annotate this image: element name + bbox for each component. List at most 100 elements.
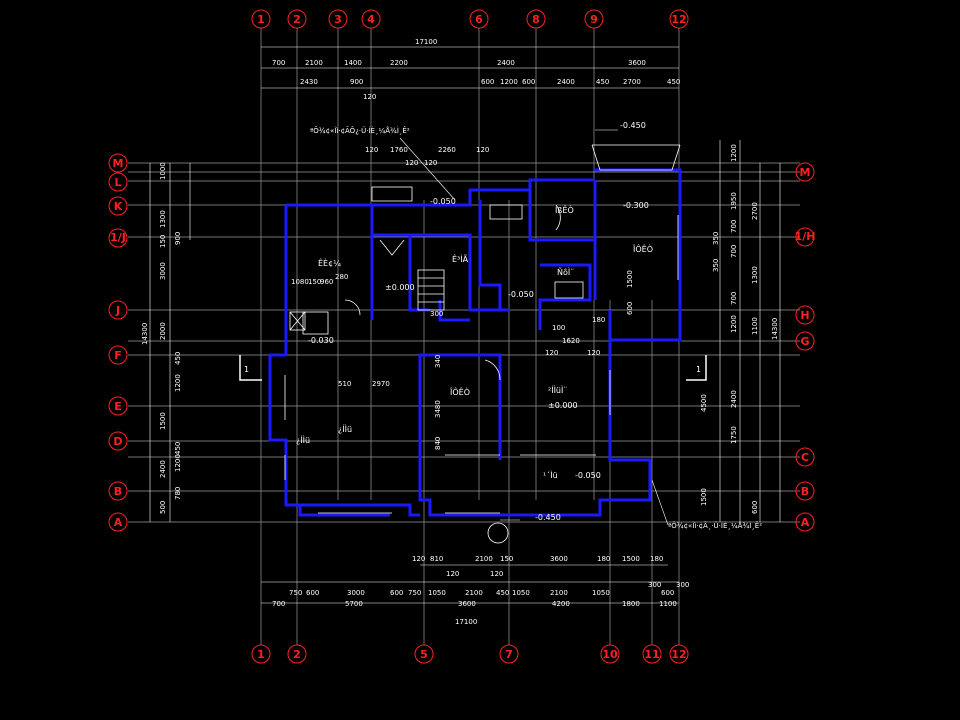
svg-text:510: 510 — [338, 380, 351, 388]
svg-text:1500: 1500 — [700, 488, 708, 506]
svg-text:14300: 14300 — [771, 318, 779, 340]
svg-text:450: 450 — [667, 78, 680, 86]
axis-bubble: C — [795, 447, 815, 467]
svg-text:10: 10 — [602, 648, 618, 661]
bottom-dimensions: 17100 700 5700 3600 4200 1800 1100 750 6… — [272, 555, 689, 626]
axis-bubble: 9 — [584, 9, 604, 29]
svg-text:280: 280 — [335, 273, 348, 281]
axis-bubble: B — [108, 481, 128, 501]
svg-text:450: 450 — [174, 352, 182, 365]
axis-bubble: 6 — [469, 9, 489, 29]
svg-text:180: 180 — [592, 316, 605, 324]
axis-bubble: 1 — [251, 9, 271, 29]
section-mark-left: 1 — [244, 365, 249, 374]
axis-bubble: 7 — [499, 644, 519, 664]
svg-text:17100: 17100 — [415, 38, 437, 46]
svg-text:5700: 5700 — [345, 600, 363, 608]
svg-text:4: 4 — [367, 13, 375, 26]
svg-text:12: 12 — [671, 13, 686, 26]
svg-text:1400: 1400 — [344, 59, 362, 67]
axis-bubble: 1 — [251, 644, 271, 664]
svg-text:150: 150 — [500, 555, 513, 563]
svg-text:2000: 2000 — [159, 322, 167, 340]
axis-bubble: 12 — [669, 9, 689, 29]
axis-bubble: 1/H — [795, 227, 816, 247]
svg-text:5: 5 — [420, 648, 428, 661]
svg-text:14300: 14300 — [141, 323, 149, 345]
svg-text:E: E — [114, 400, 122, 413]
axis-grid — [128, 28, 800, 645]
svg-text:810: 810 — [430, 555, 443, 563]
svg-text:ÎÔÊÒ: ÎÔÊÒ — [632, 243, 653, 254]
svg-text:2: 2 — [293, 13, 301, 26]
svg-text:-0.450: -0.450 — [620, 121, 646, 130]
axis-bubble: 3 — [328, 9, 348, 29]
svg-text:120: 120 — [476, 146, 489, 154]
svg-text:1500: 1500 — [159, 412, 167, 430]
axis-bubble: 2 — [287, 644, 307, 664]
svg-text:2100: 2100 — [305, 59, 323, 67]
axis-bubble: J — [108, 300, 128, 320]
svg-text:¿ÍÌü: ¿ÍÌü — [338, 423, 352, 434]
svg-text:1200: 1200 — [730, 144, 738, 162]
axis-bubble: 8 — [526, 9, 546, 29]
svg-text:600: 600 — [751, 501, 759, 514]
axis-bubble: 11 — [642, 644, 662, 664]
inner-dimensions: 120 1760 2260 120 120 120 1080 150 960 2… — [159, 146, 634, 450]
svg-text:300: 300 — [648, 581, 661, 589]
svg-text:450: 450 — [596, 78, 609, 86]
axis-bubble: 12 — [669, 644, 689, 664]
svg-text:6: 6 — [475, 13, 483, 26]
svg-text:3: 3 — [334, 13, 342, 26]
svg-text:1750: 1750 — [730, 426, 738, 444]
svg-text:-0.300: -0.300 — [623, 201, 649, 210]
svg-text:120: 120 — [545, 349, 558, 357]
svg-text:700: 700 — [730, 245, 738, 258]
svg-text:340: 340 — [434, 355, 442, 368]
svg-text:450: 450 — [496, 589, 509, 597]
svg-text:±0.000: ±0.000 — [548, 401, 578, 410]
axis-bubbles-top: 1 2 3 4 6 8 9 12 — [251, 9, 689, 29]
svg-text:1100: 1100 — [659, 600, 677, 608]
svg-text:120: 120 — [365, 146, 378, 154]
svg-text:¿ÍÌü: ¿ÍÌü — [296, 434, 310, 445]
axis-bubble: A — [795, 512, 815, 532]
svg-text:600: 600 — [522, 78, 535, 86]
svg-text:ÊÈ¢¼: ÊÈ¢¼ — [318, 257, 341, 268]
svg-text:D: D — [113, 435, 122, 448]
svg-text:1500: 1500 — [626, 270, 634, 288]
svg-text:2700: 2700 — [623, 78, 641, 86]
svg-text:-0.030: -0.030 — [308, 336, 334, 345]
svg-text:300: 300 — [676, 581, 689, 589]
svg-text:1050: 1050 — [428, 589, 446, 597]
svg-text:2100: 2100 — [550, 589, 568, 597]
svg-text:A: A — [114, 516, 123, 529]
svg-text:1/H: 1/H — [795, 230, 816, 243]
axis-bubble: F — [108, 345, 128, 365]
svg-text:B: B — [801, 485, 809, 498]
svg-text:350: 350 — [712, 232, 720, 245]
svg-text:1000: 1000 — [159, 162, 167, 180]
svg-text:120: 120 — [490, 570, 503, 578]
svg-text:2400: 2400 — [497, 59, 515, 67]
svg-text:2400: 2400 — [730, 390, 738, 408]
svg-text:L: L — [114, 176, 121, 189]
axis-bubble: D — [108, 431, 128, 451]
svg-text:900: 900 — [174, 232, 182, 245]
svg-text:100: 100 — [552, 324, 565, 332]
svg-text:700: 700 — [272, 600, 285, 608]
dimension-lines — [149, 46, 781, 604]
svg-text:120: 120 — [405, 159, 418, 167]
svg-text:600: 600 — [306, 589, 319, 597]
svg-text:2400: 2400 — [557, 78, 575, 86]
svg-text:¹´Ìü: ¹´Ìü — [543, 469, 558, 480]
svg-text:3600: 3600 — [628, 59, 646, 67]
svg-text:900: 900 — [350, 78, 363, 86]
svg-text:17100: 17100 — [455, 618, 477, 626]
svg-text:600: 600 — [626, 302, 634, 315]
svg-text:700: 700 — [730, 220, 738, 233]
svg-text:2: 2 — [293, 648, 301, 661]
svg-text:ÍßÊÒ: ÍßÊÒ — [555, 204, 574, 215]
right-dimensions: 14300 1200 1950 2700 700 350 700 1300 35… — [700, 144, 779, 514]
